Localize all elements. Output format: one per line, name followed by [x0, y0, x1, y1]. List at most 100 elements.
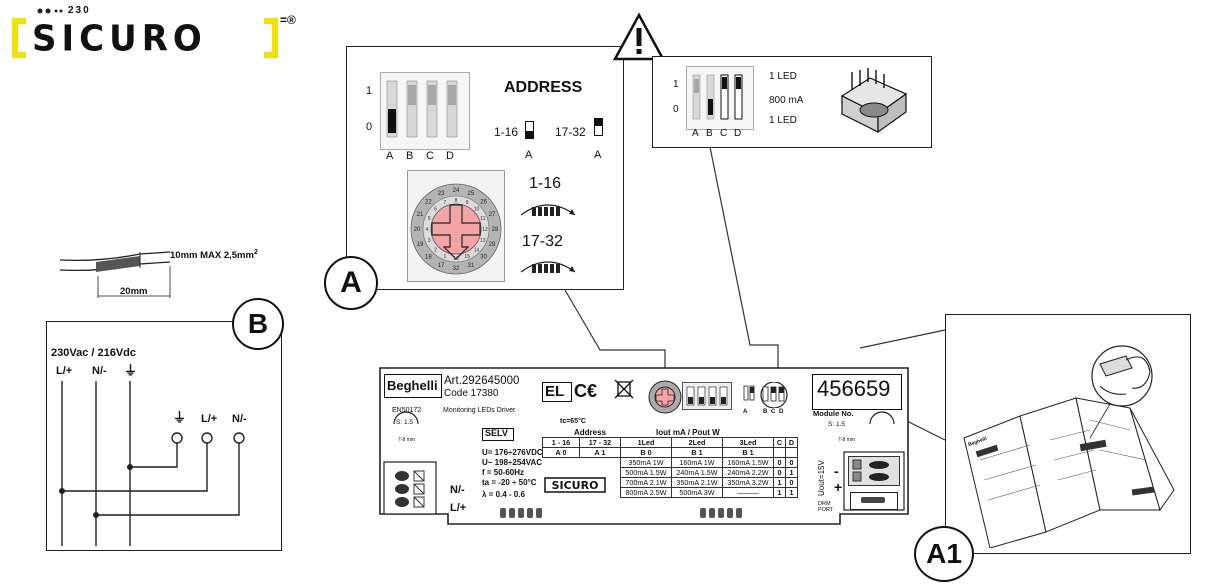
warning-row-label-1: 1 [673, 79, 679, 90]
th-c: C [773, 437, 786, 448]
th2-a0: A 0 [542, 447, 580, 458]
dial-range-1: 1-16 [529, 175, 562, 192]
terminal-right-earth-icon: ⏚ [173, 410, 187, 425]
dial-outer-number: 22 [425, 199, 432, 205]
device-desc: Monitoring LEDs Driver [443, 407, 516, 414]
warning-row-label-0: 0 [673, 104, 679, 115]
terminal-top-n: N/- [92, 365, 107, 377]
dial-outer-number: 17 [438, 263, 445, 269]
led-module-image [836, 66, 912, 136]
wire-dim-top-text: 10mm MAX 2,5mm [170, 250, 254, 262]
table-cell: 0 [773, 467, 786, 478]
terminal-right-n: N/- [232, 413, 247, 425]
th-3led: 3Led [722, 437, 774, 448]
manual-sheet-drawing: Beghelli [950, 320, 1186, 549]
th-addr-2: 17 - 32 [579, 437, 621, 448]
selv-box [482, 428, 514, 441]
dial-inner-number: 15 [464, 254, 470, 260]
table-cell: 350mA 2.1W [671, 477, 723, 488]
dial-inner-number: 13 [480, 238, 486, 244]
table-cell: 1 [785, 487, 798, 498]
dial-rotate-arrow-1 [518, 193, 578, 223]
range-1-label: 1-16 [494, 125, 519, 139]
dial-outer-number: 19 [417, 242, 424, 248]
warning-line-2: 800 mA [769, 95, 804, 106]
warning-line-1: 1 LED [769, 71, 797, 82]
supply-label: 230Vac / 216Vdc [51, 347, 137, 359]
output-terminal-block [848, 456, 900, 486]
device-terminal-l: L/+ [450, 502, 467, 514]
dial-outer-number: 24 [453, 188, 460, 194]
dial-outer-number: 20 [414, 227, 421, 233]
table-cell: 160mA 1W [671, 457, 723, 468]
table-cell: 240mA 2.2W [722, 467, 774, 478]
device-norm: EN50172 [392, 407, 422, 414]
led-driver-device: N/- L/+ Beghelli Art.292645000 Code 1738… [370, 364, 918, 528]
dial-outer-number: 28 [492, 227, 499, 233]
table-address-title: Address [574, 428, 607, 437]
range-2-sub: A [594, 149, 602, 161]
el-mark: EL [545, 383, 565, 400]
th2-a1: A 1 [579, 447, 621, 458]
device-out-plus: + [834, 479, 843, 495]
warning-col-c: C [720, 128, 728, 139]
device-code: Code 17380 [444, 388, 499, 399]
range-2-switch-icon [594, 118, 603, 136]
dial-inner-number: 8 [455, 198, 458, 204]
th2-b0: B 0 [620, 447, 672, 458]
device-art: Art.292645000 [444, 375, 520, 387]
beghelli-brand-box [384, 374, 442, 398]
logo-mark: =® [280, 13, 296, 27]
module-label: Module No. [813, 409, 854, 418]
table-cell: 240mA 1.5W [671, 467, 723, 478]
th-addr-1: 1 - 16 [542, 437, 580, 448]
panel-a-col-b: B [406, 150, 414, 162]
table-row: 350mA 1W 160mA 1W 160mA 1.5W 0 0 [543, 457, 798, 468]
dial-outer-number: 29 [489, 242, 496, 248]
dial-inner-number: 14 [474, 248, 480, 254]
svg-text:SICURO: SICURO [552, 479, 599, 492]
range-1-sub: A [525, 149, 533, 161]
table-cell: 0 [773, 457, 786, 468]
dial-inner-number: 6 [434, 207, 437, 213]
dial-outer-number: 31 [468, 263, 475, 269]
dial-outer-number: 30 [480, 255, 487, 261]
dial-inner-number: 4 [426, 227, 429, 233]
dial-inner-number: 11 [480, 216, 485, 222]
panel-b-label: B [232, 298, 284, 350]
panel-a-col-d: D [446, 150, 454, 162]
table-cell: ——— [722, 487, 774, 498]
table-cell: 500mA 1.5W [620, 467, 672, 478]
terminal-right-l: L/+ [201, 413, 218, 425]
wire-dim-sup: 2 [253, 249, 258, 256]
wire-dim-top: 10mm MAX 2,5mm2 [170, 249, 258, 261]
module-strip-mm: 7-8 mm [838, 437, 855, 443]
device-dip-c: C [771, 409, 776, 415]
table-row: 800mA 2.5W 500mA 3W ——— 1 1 [543, 487, 798, 498]
spec-lambda: λ = 0.4 - 0.6 [482, 490, 525, 499]
dial-outer-number: 27 [489, 212, 496, 218]
warning-col-a: A [692, 128, 699, 139]
dial-inner-number: 16 [453, 256, 459, 262]
panel-a-dip-switch [380, 72, 470, 150]
range-2-label: 17-32 [555, 125, 586, 139]
warning-triangle-icon [612, 12, 666, 62]
table-cell: 500mA 3W [671, 487, 723, 498]
dial-outer-number: 18 [425, 255, 432, 261]
warning-dip-switch [686, 66, 754, 130]
earth-icon: ⏚ [124, 363, 138, 378]
dial-inner-number: 7 [444, 200, 447, 206]
dial-outer-number: 32 [453, 266, 460, 272]
table-cell: 700mA 2.1W [620, 477, 672, 488]
device-dip-switch-1 [682, 382, 732, 410]
table-spacer [543, 478, 621, 488]
logo-superscript: 230 [68, 5, 91, 16]
dial-inner-number: 3 [428, 238, 431, 244]
table-cell: 160mA 1.5W [722, 457, 774, 468]
th2-c [773, 447, 786, 458]
table-cell: 350mA 1W [620, 457, 672, 468]
wire-dim-bottom: 20mm [120, 286, 148, 297]
el-mark-box [542, 382, 572, 402]
table-cell: 1 [773, 487, 786, 498]
